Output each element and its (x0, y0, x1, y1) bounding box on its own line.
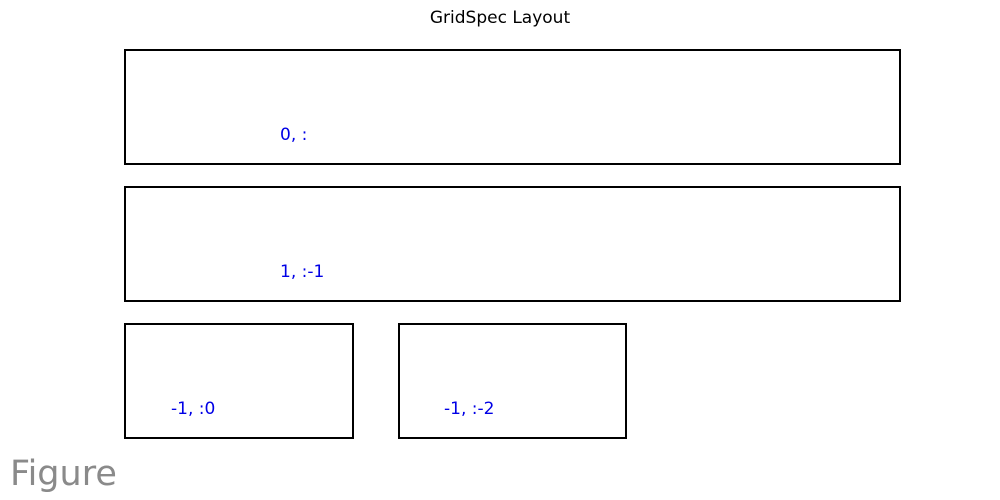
figure-watermark-label: Figure (10, 454, 117, 494)
gridspec-cell-lastrow-col0: -1, :0 (124, 323, 354, 439)
cell-label: -1, :-2 (444, 399, 495, 419)
gridspec-cell-row0-all: 0, : (124, 49, 901, 165)
gridspec-cell-row1-all-but-last: 1, :-1 (124, 186, 901, 302)
cell-label: 1, :-1 (280, 262, 325, 282)
cell-label: -1, :0 (171, 399, 216, 419)
cell-label: 0, : (280, 125, 308, 145)
figure-title: GridSpec Layout (429, 8, 571, 28)
gridspec-cell-lastrow-all-but-last-two: -1, :-2 (398, 323, 627, 439)
